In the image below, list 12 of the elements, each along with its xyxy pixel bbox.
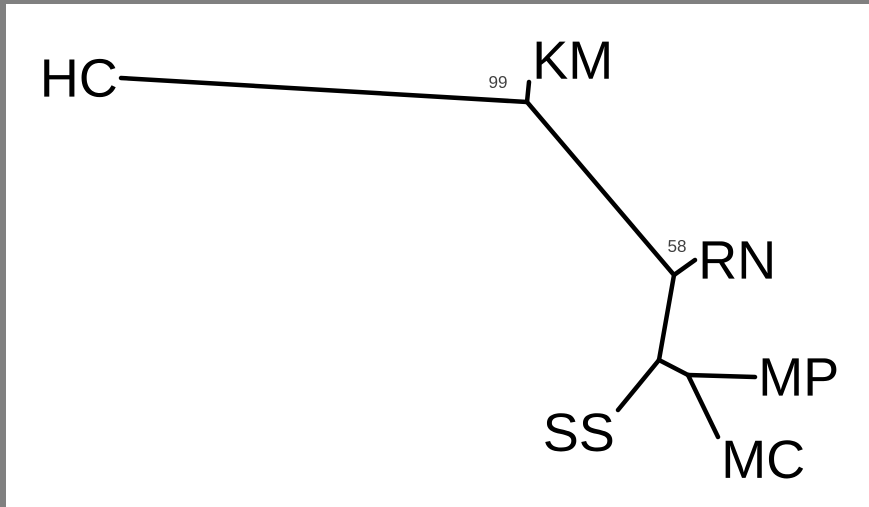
- taxon-label: RN: [702, 241, 772, 279]
- taxon-label: HC: [44, 58, 116, 98]
- tree-branch: [524, 100, 676, 278]
- taxon-label: KM: [536, 42, 609, 79]
- bootstrap-value: 58: [668, 240, 686, 252]
- tree-branch: [656, 358, 690, 378]
- tree-branch: [616, 358, 662, 412]
- taxon-label: MC: [726, 440, 804, 478]
- bootstrap-value: 99: [489, 76, 507, 88]
- tree-branch: [672, 258, 698, 278]
- taxon-label: MP: [762, 358, 836, 396]
- taxon-label: SS: [545, 413, 612, 452]
